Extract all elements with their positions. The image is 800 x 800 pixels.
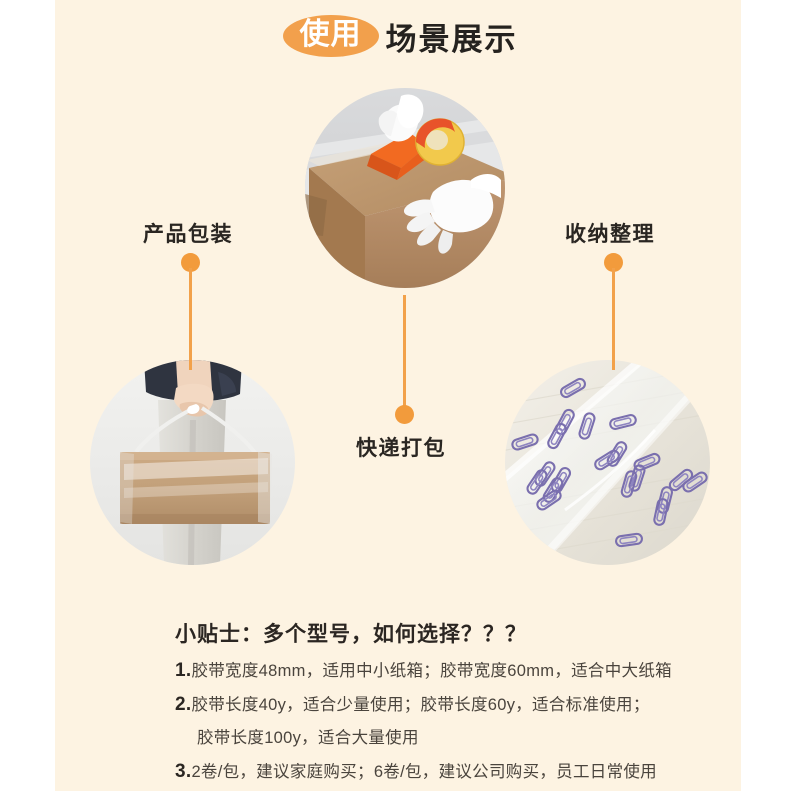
photo-paper-clips	[505, 360, 710, 565]
callout-dot-storage-organizing	[604, 253, 623, 272]
tips-line-number: 2.	[175, 693, 192, 715]
callout-line-product-packaging	[189, 268, 192, 370]
tips-line-text: 胶带宽度48mm，适用中小纸箱；胶带宽度60mm，适合中大纸箱	[191, 662, 672, 680]
callout-dot-product-packaging	[181, 253, 200, 272]
tips-line: 胶带长度100y，适合大量使用	[175, 725, 775, 751]
tips-block: 小贴士：多个型号，如何选择？？？ 1.胶带宽度48mm，适用中小纸箱；胶带宽度6…	[175, 618, 775, 793]
tips-line-number: 1.	[175, 660, 192, 681]
taping-box-illustration	[305, 88, 505, 288]
photo-carrying-box	[90, 360, 295, 565]
tips-line-number: 3.	[175, 760, 192, 782]
tips-title: 小贴士：多个型号，如何选择？？？	[175, 623, 527, 646]
tips-line: 3.2卷/包，建议家庭购买；6卷/包，建议公司购买，员工日常使用	[175, 759, 775, 785]
page-title: 使用场景展示	[0, 14, 800, 59]
carrying-box-illustration	[90, 360, 295, 565]
title-text: 场景展示	[385, 22, 518, 57]
callout-label-storage-organizing: 收纳整理	[565, 223, 655, 246]
tips-line: 1.胶带宽度48mm，适用中小纸箱；胶带宽度60mm，适合中大纸箱	[175, 658, 775, 684]
callout-line-storage-organizing	[612, 268, 615, 370]
callout-line-express-packing	[403, 295, 406, 407]
callout-dot-express-packing	[395, 405, 414, 424]
callout-label-product-packaging: 产品包装	[143, 223, 233, 246]
tips-line-text: 2卷/包，建议家庭购买；6卷/包，建议公司购买，员工日常使用	[191, 762, 657, 781]
paper-clips-illustration	[505, 360, 710, 565]
photo-taping-box	[305, 88, 505, 288]
tips-line-text: 胶带长度100y，适合大量使用	[197, 729, 419, 748]
tips-line-text: 胶带长度40y，适合少量使用；胶带长度60y，适合标准使用；	[191, 695, 650, 714]
title-badge: 使用	[282, 14, 379, 57]
callout-label-express-packing: 快递打包	[356, 437, 446, 460]
tips-line: 2.胶带长度40y，适合少量使用；胶带长度60y，适合标准使用；	[175, 692, 775, 718]
